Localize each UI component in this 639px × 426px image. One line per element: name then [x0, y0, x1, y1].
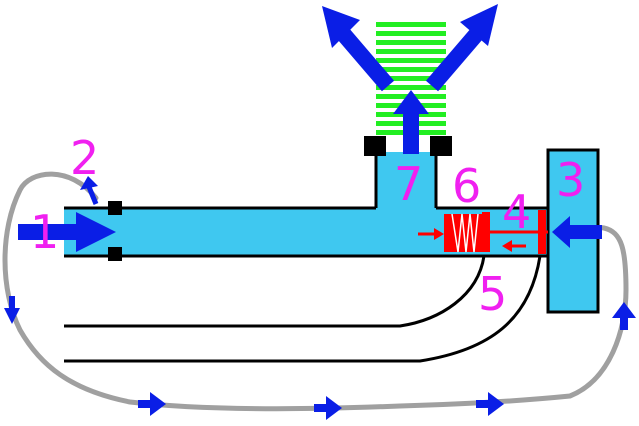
valve-disc	[538, 210, 546, 254]
grille-bar	[376, 31, 446, 36]
flange-bottom-left	[108, 247, 122, 261]
label-2: 2	[70, 131, 99, 185]
loop-arrow-right-up	[612, 302, 636, 330]
loop-arrow-left-down	[4, 296, 20, 324]
exhaust-right-arrow	[425, 4, 498, 92]
valve-assembly	[444, 210, 548, 254]
exhaust-left-arrow	[322, 6, 395, 92]
valve-spring	[451, 213, 479, 253]
grille-bar	[376, 76, 446, 81]
label-7: 7	[394, 157, 423, 211]
valve-force-arrow-right	[502, 240, 526, 252]
grille-bar	[376, 85, 446, 90]
leak-arrow	[80, 176, 99, 205]
loop-arrow-bottom-3	[476, 392, 504, 416]
flange-riser-right	[430, 136, 452, 156]
valve-force-arrow-left	[418, 228, 444, 240]
channel-line-upper	[64, 255, 486, 328]
channel-line-lower	[64, 255, 542, 363]
side-inlet-arrow	[552, 216, 602, 248]
grille-bar	[376, 49, 446, 54]
riser-up-arrow	[393, 90, 429, 154]
inlet-arrow	[18, 212, 116, 252]
grille-bar	[376, 22, 446, 27]
label-1: 1	[30, 205, 59, 259]
label-6: 6	[452, 159, 481, 213]
valve-plunger	[482, 212, 490, 252]
grille-bar	[376, 40, 446, 45]
label-3: 3	[556, 153, 585, 207]
label-4: 4	[502, 185, 531, 239]
loop-arrow-bottom-2	[314, 396, 342, 420]
flange-top-left	[108, 201, 122, 215]
grille-bar	[376, 67, 446, 72]
label-5: 5	[478, 267, 507, 321]
loop-arrow-bottom-1	[138, 392, 166, 416]
flange-riser-left	[364, 136, 386, 156]
main-duct	[64, 152, 548, 256]
grille-bar	[376, 58, 446, 63]
